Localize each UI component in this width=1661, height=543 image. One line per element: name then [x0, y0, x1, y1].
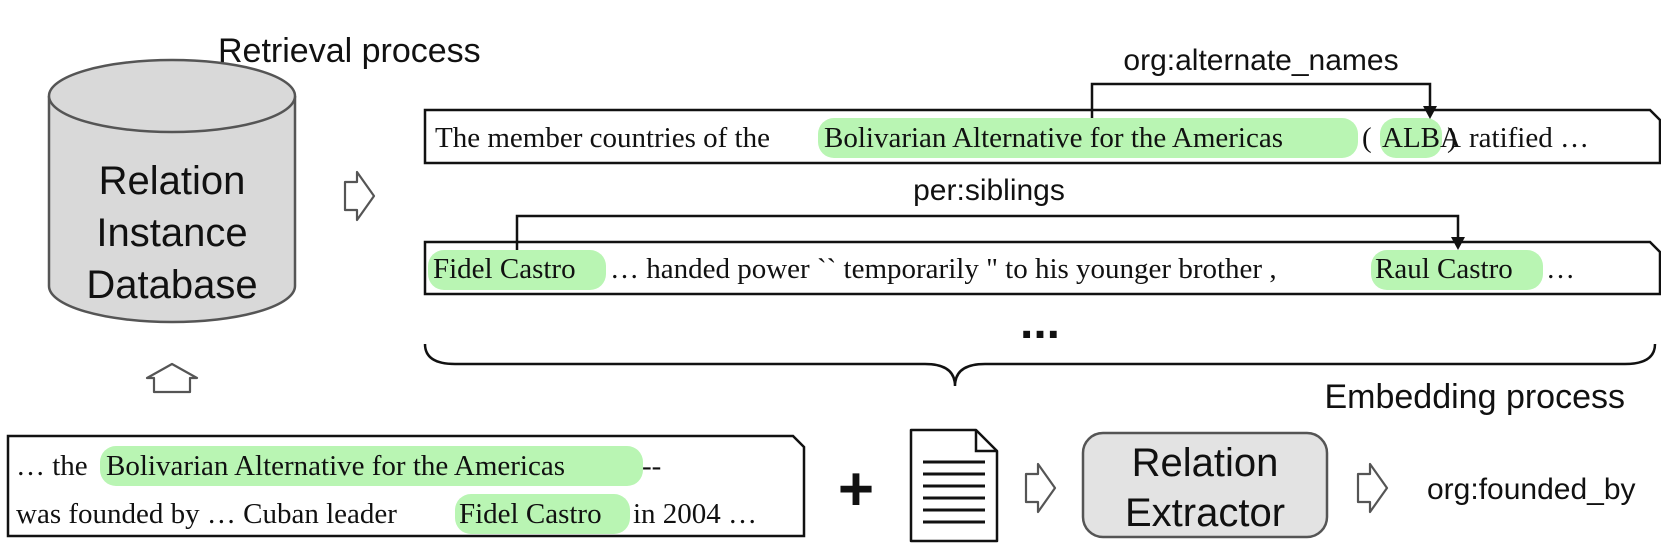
- right-arrow-icon: [1356, 462, 1389, 514]
- example2-entity2: Raul Castro: [1375, 253, 1513, 285]
- query-line1-before: … the: [16, 450, 88, 482]
- database-label-line2: Instance: [96, 211, 247, 255]
- output-relation-label: org:founded_by: [1427, 473, 1636, 506]
- example-sentence-2: per:siblings Fidel Castro … handed power…: [423, 174, 1661, 296]
- relation-extractor-line1: Relation: [1132, 441, 1279, 485]
- entity-highlight: [818, 118, 1358, 158]
- more-examples-ellipsis: ...: [1020, 296, 1060, 349]
- query-entity2: Fidel Castro: [459, 498, 602, 530]
- query-sentence: … the Bolivarian Alternative for the Ame…: [6, 434, 806, 538]
- right-arrow-icon: [1024, 462, 1057, 514]
- entity-highlight: [1371, 250, 1543, 290]
- entity-highlight: [1380, 118, 1442, 158]
- relation-label-siblings: per:siblings: [913, 174, 1065, 207]
- example2-text-middle: … handed power `` temporarily " to his y…: [610, 253, 1277, 285]
- relation-extractor-box: [1081, 431, 1329, 539]
- query-line2-before: was founded by … Cuban leader: [16, 498, 397, 530]
- relation-label-alternate-names: org:alternate_names: [1123, 44, 1398, 77]
- example1-paren-open: (: [1362, 122, 1372, 154]
- embedding-process-label: Embedding process: [1324, 378, 1625, 416]
- query-entity1: Bolivarian Alternative for the Americas: [106, 450, 565, 482]
- right-arrow-icon: [343, 170, 376, 222]
- up-arrow-icon: [145, 362, 199, 394]
- example1-paren-close: ): [1447, 122, 1457, 154]
- entity-highlight: [428, 250, 606, 290]
- relation-extractor-line2: Extractor: [1125, 491, 1285, 535]
- entity-highlight: [455, 494, 630, 534]
- example1-entity2: ALBA: [1382, 122, 1461, 154]
- plus-symbol: +: [838, 455, 874, 524]
- example-sentence-1: org:alternate_names The member countries…: [423, 44, 1661, 165]
- entity-highlight: [100, 446, 643, 486]
- example2-text-after: …: [1546, 253, 1575, 285]
- example1-text-before: The member countries of the: [435, 122, 770, 154]
- document-icon: [909, 428, 999, 543]
- database-label-line1: Relation: [99, 159, 246, 203]
- example2-entity1: Fidel Castro: [433, 253, 576, 285]
- query-line1-after: --: [642, 450, 661, 482]
- example1-entity1: Bolivarian Alternative for the Americas: [824, 122, 1283, 154]
- database-cylinder-icon: [47, 58, 297, 324]
- curly-brace-icon: [423, 343, 1657, 387]
- retrieval-process-label: Retrieval process: [218, 32, 481, 70]
- example1-text-after: ratified …: [1469, 122, 1589, 154]
- query-line2-after: in 2004 …: [633, 498, 757, 530]
- database-label-line3: Database: [86, 263, 257, 307]
